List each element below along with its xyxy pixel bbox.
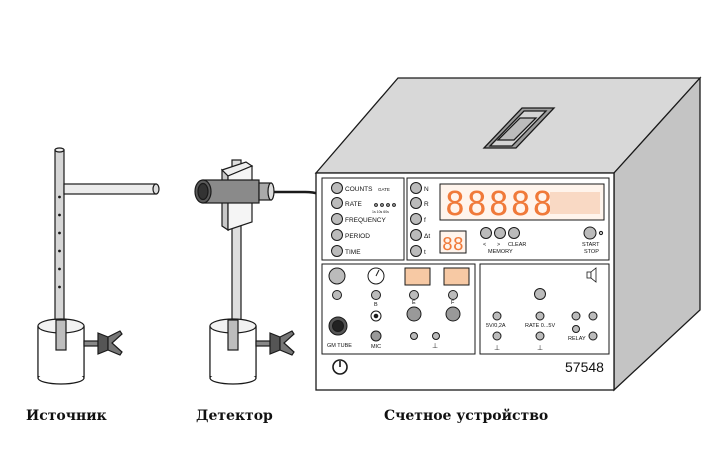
power-icon[interactable]	[332, 359, 348, 375]
mic-label: MIC	[371, 344, 381, 350]
gm-tube-detector	[194, 179, 275, 204]
detector-stand	[194, 159, 295, 385]
ground-symbol-5v: ⊥	[494, 345, 500, 352]
mode-label-frequency: FREQUENCY	[345, 217, 386, 224]
left-knob[interactable]	[328, 267, 346, 285]
memory-more-button[interactable]	[494, 227, 506, 239]
unit-button-dt[interactable]	[410, 229, 422, 241]
rate-output-label: RATE 0...5V	[525, 323, 555, 329]
output-5v-label: 5V/0,2A	[486, 323, 506, 329]
start-stop-button[interactable]	[583, 226, 597, 240]
source-stand	[37, 147, 160, 385]
speaker-icon	[586, 267, 597, 283]
mode-button-rate[interactable]	[331, 197, 343, 209]
relay-socket-2[interactable]	[588, 311, 598, 321]
detector-clamp-base	[209, 318, 257, 385]
mode-button-time[interactable]	[331, 245, 343, 257]
speaker-button[interactable]	[534, 288, 546, 300]
unit-button-t[interactable]	[410, 245, 422, 257]
rate-output-socket[interactable]	[535, 311, 545, 321]
unit-button-n[interactable]	[410, 182, 422, 194]
start-stop-led	[598, 230, 604, 236]
unit-label-dt: Δt	[424, 233, 430, 240]
mode-button-frequency[interactable]	[331, 213, 343, 225]
clear-label: CLEAR	[508, 242, 526, 248]
input-f-indicator	[443, 267, 470, 286]
unit-buttons	[410, 182, 422, 257]
mode-button-counts[interactable]	[331, 182, 343, 194]
memory-less-button[interactable]	[480, 227, 492, 239]
unit-label-f: f	[424, 217, 426, 224]
relay-socket-3[interactable]	[572, 325, 580, 333]
front-panel: COUNTS RATE FREQUENCY PERIOD TIME GATE 1…	[321, 177, 610, 375]
gate-label: GATE	[378, 187, 390, 192]
mode-buttons	[331, 182, 343, 257]
input-b-button[interactable]	[371, 290, 381, 300]
ground-symbol-lower-left: ⊥	[432, 343, 438, 350]
rate-output-ground[interactable]	[535, 331, 545, 341]
memory-more-label: >	[497, 242, 500, 248]
ground-symbol-rate: ⊥	[537, 345, 543, 352]
source-rod-holes	[58, 195, 61, 289]
input-e-label: E	[412, 300, 416, 306]
display-dot-matrix	[550, 192, 600, 214]
unit-button-f[interactable]	[410, 213, 422, 225]
main-display-digits: 88888	[445, 184, 554, 223]
input-e-ground[interactable]	[410, 332, 418, 340]
input-e-indicator	[404, 267, 431, 286]
gm-tube-label: GM TUBE	[327, 343, 352, 349]
counter-caption: Счетное устройство	[384, 408, 549, 424]
mode-button-period[interactable]	[331, 229, 343, 241]
unit-label-n: N	[424, 186, 429, 193]
input-b-label: B	[374, 302, 378, 308]
source-thumb-screw	[83, 330, 123, 356]
small-display-digits: 88	[442, 234, 464, 255]
gate-leds	[374, 203, 396, 207]
input-f-socket[interactable]	[445, 306, 461, 322]
input-f-button[interactable]	[448, 290, 458, 300]
start-label: START	[582, 242, 600, 248]
detector-thumb-screw	[255, 330, 295, 356]
relay-socket-1[interactable]	[571, 311, 581, 321]
detector-caption: Детектор	[196, 408, 273, 424]
mode-label-time: TIME	[345, 249, 361, 256]
mode-label-rate: RATE	[345, 201, 363, 208]
input-f-ground[interactable]	[432, 332, 440, 340]
unit-label-r: R	[424, 201, 429, 208]
relay-label: RELAY	[568, 336, 586, 342]
unit-button-r[interactable]	[410, 197, 422, 209]
output-5v-socket[interactable]	[492, 311, 502, 321]
carry-handle	[482, 107, 556, 149]
unit-label-t: t	[424, 249, 426, 256]
source-clamp-base	[37, 318, 85, 385]
output-5v-ground[interactable]	[492, 331, 502, 341]
source-arm	[63, 183, 157, 195]
relay-socket-4[interactable]	[588, 331, 598, 341]
input-e-socket[interactable]	[406, 306, 422, 322]
mic-socket[interactable]	[370, 330, 382, 342]
stop-label: STOP	[584, 249, 599, 255]
source-caption: Источник	[26, 408, 107, 424]
gate-fine-label: 1s 10s 60s	[372, 210, 389, 214]
mode-label-counts: COUNTS	[345, 186, 373, 193]
input-e-button[interactable]	[409, 290, 419, 300]
mode-label-period: PERIOD	[345, 233, 370, 240]
memory-less-label: <	[483, 242, 486, 248]
small-display	[439, 230, 467, 254]
input-a-button[interactable]	[332, 290, 342, 300]
memory-label: MEMORY	[488, 249, 513, 255]
input-f-label: F	[451, 300, 455, 306]
model-number: 57548	[565, 359, 604, 375]
source-rod	[54, 149, 65, 341]
clear-button[interactable]	[508, 227, 520, 239]
